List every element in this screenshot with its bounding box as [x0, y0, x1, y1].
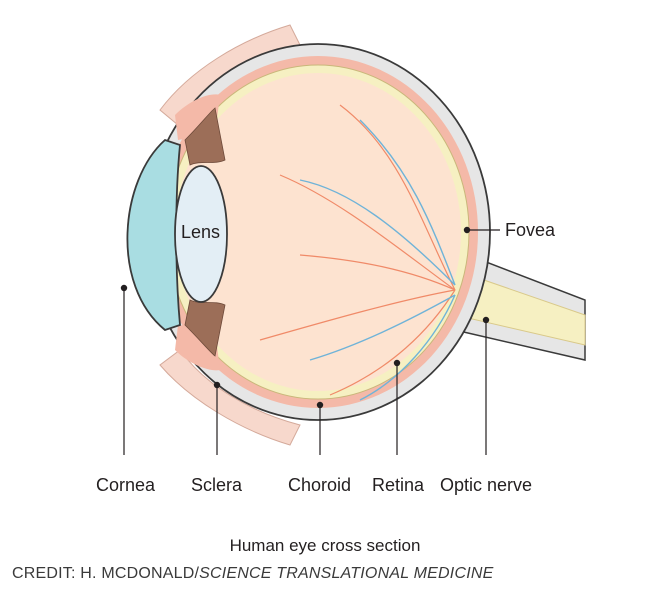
- diagram-caption: Human eye cross section: [0, 536, 650, 556]
- optic-nerve-label: Optic nerve: [440, 475, 532, 496]
- retina-label: Retina: [372, 475, 424, 496]
- fovea-label: Fovea: [505, 220, 555, 241]
- sclera-label: Sclera: [191, 475, 242, 496]
- choroid-label: Choroid: [288, 475, 351, 496]
- cornea: [127, 140, 180, 330]
- credit-line: CREDIT: H. MCDONALD/SCIENCE TRANSLATIONA…: [12, 565, 493, 583]
- eye-cross-section-diagram: [0, 0, 650, 510]
- credit-publication: SCIENCE TRANSLATIONAL MEDICINE: [199, 565, 493, 582]
- lens-label: Lens: [181, 222, 220, 243]
- credit-prefix: CREDIT: H. MCDONALD/: [12, 565, 199, 582]
- cornea-label: Cornea: [96, 475, 155, 496]
